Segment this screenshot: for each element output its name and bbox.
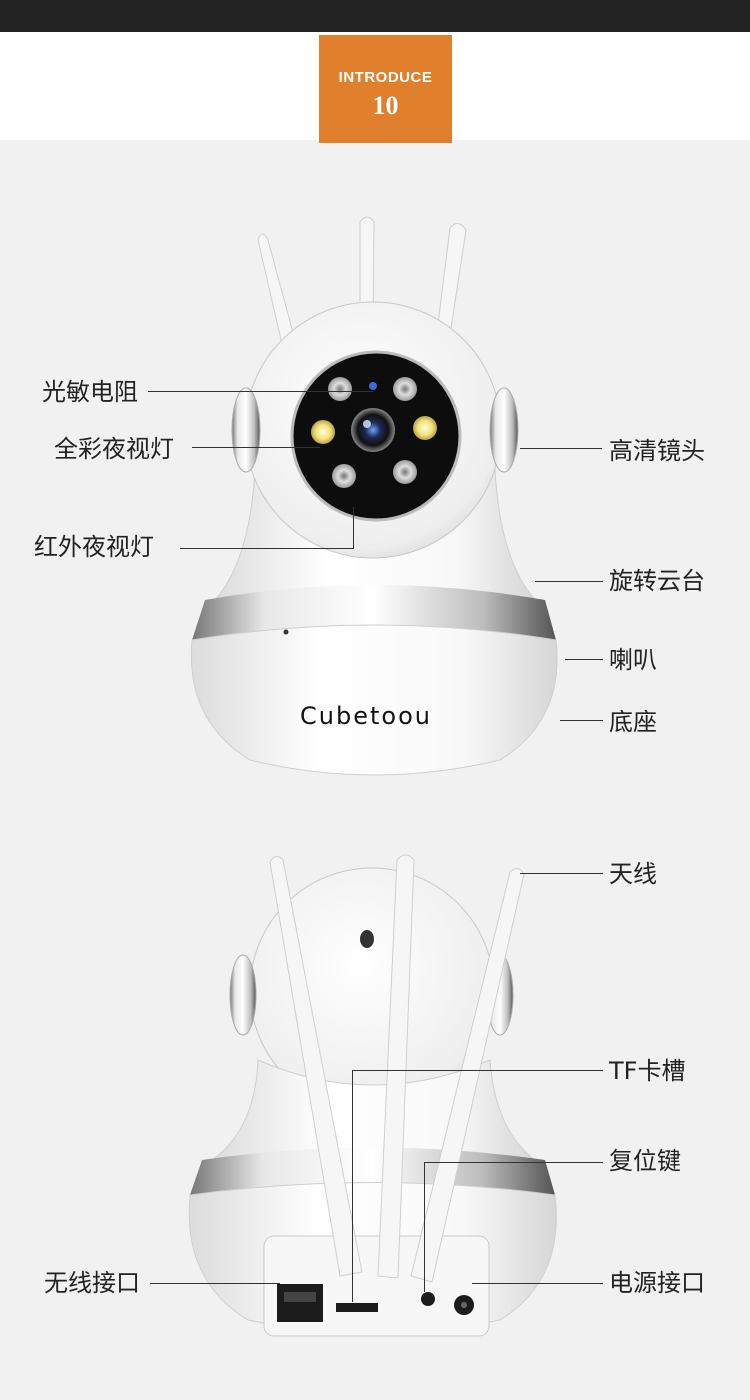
label-reset-key: 复位键 [609, 1147, 681, 1175]
back-camera [188, 854, 557, 1337]
top-bar [0, 0, 750, 32]
label-power-port: 电源接口 [609, 1269, 705, 1297]
leader-antenna [520, 873, 603, 874]
label-full-color-light: 全彩夜视灯 [54, 435, 174, 463]
leader-photoresistor [148, 391, 373, 392]
leader-reset-key [424, 1162, 603, 1163]
label-ir-light: 红外夜视灯 [34, 533, 154, 561]
leader-tf-slot [352, 1070, 603, 1071]
leader-base [560, 720, 603, 721]
label-rotating-pantilt: 旋转云台 [609, 567, 705, 595]
leader-hd-lens [520, 448, 602, 449]
leader-rotating-pantilt [535, 581, 603, 582]
label-ethernet-port: 无线接口 [44, 1269, 140, 1297]
leader-reset-key-vertical [424, 1162, 425, 1292]
leader-ethernet-port [150, 1283, 280, 1284]
front-camera [190, 216, 558, 776]
leader-tf-slot-vertical [352, 1070, 353, 1302]
label-speaker: 喇叭 [609, 646, 657, 674]
leader-power-port [472, 1283, 603, 1284]
label-antenna: 天线 [609, 860, 657, 888]
leader-ir-light-vertical [353, 507, 354, 549]
label-hd-lens: 高清镜头 [609, 437, 705, 465]
label-photoresistor: 光敏电阻 [42, 378, 138, 406]
leader-full-color-light [192, 447, 320, 448]
leader-speaker [565, 659, 603, 660]
label-base: 底座 [609, 708, 657, 736]
badge-number: 10 [372, 91, 399, 120]
label-tf-slot: TF卡槽 [609, 1057, 686, 1085]
brand-logo: Cubetoou [300, 702, 432, 730]
leader-ir-light [180, 548, 354, 549]
introduce-badge: INTRODUCE 10 [319, 35, 452, 143]
badge-title: INTRODUCE [338, 69, 433, 86]
